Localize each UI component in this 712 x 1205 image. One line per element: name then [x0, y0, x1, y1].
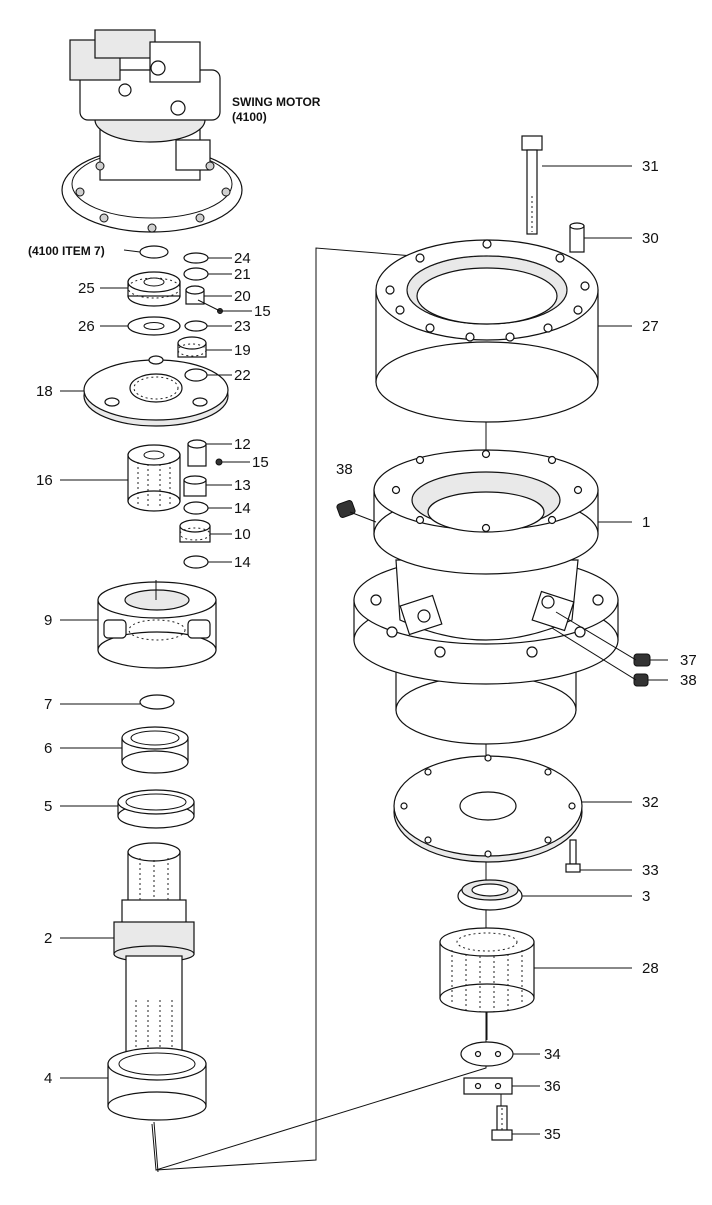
callout-38b: 38 — [680, 672, 697, 689]
part-18-carrier — [83, 355, 229, 427]
part-23 — [184, 320, 208, 332]
callout-37: 37 — [680, 652, 697, 669]
callout-3: 3 — [642, 888, 650, 905]
callout-9: 9 — [44, 612, 52, 629]
callout-7: 7 — [44, 696, 52, 713]
part-37-plug — [633, 653, 651, 667]
callout-18: 18 — [36, 383, 53, 400]
callout-14b: 14 — [234, 554, 251, 571]
callout-38a: 38 — [336, 461, 353, 478]
part-25-gear — [127, 271, 181, 307]
part-28-pinion — [439, 927, 535, 1013]
callout-12: 12 — [234, 436, 251, 453]
part-34-plate — [460, 1041, 514, 1067]
part-35-bolt — [491, 1105, 513, 1141]
callout-32: 32 — [642, 794, 659, 811]
callout-16: 16 — [36, 472, 53, 489]
callout-10: 10 — [234, 526, 251, 543]
part-7 — [139, 694, 175, 710]
callout-31: 31 — [642, 158, 659, 175]
caption-ref-item: (4100 ITEM 7) — [28, 244, 105, 258]
callout-23: 23 — [234, 318, 251, 335]
part-32-plate — [393, 754, 583, 863]
part-2-shaft — [113, 842, 195, 1057]
part-38b-plug — [633, 673, 649, 687]
swing-motor — [61, 29, 243, 233]
part-31-bolt — [521, 135, 543, 235]
part-4-bearing — [107, 1047, 207, 1121]
callout-6: 6 — [44, 740, 52, 757]
part-6-bearing — [121, 726, 189, 774]
part-30-pin — [569, 222, 585, 253]
caption-swing-motor-code: (4100) — [232, 110, 267, 124]
part-9-carrier — [97, 581, 217, 669]
part-19-gear — [177, 336, 207, 358]
callout-13: 13 — [234, 477, 251, 494]
leader-lines — [60, 165, 668, 1135]
callout-24: 24 — [234, 250, 251, 267]
callout-28: 28 — [642, 960, 659, 977]
callout-5: 5 — [44, 798, 52, 815]
part-14a — [183, 501, 209, 515]
part-5-race — [117, 789, 195, 829]
part-13 — [183, 475, 207, 497]
callout-15b: 15 — [252, 454, 269, 471]
callout-15a: 15 — [254, 303, 271, 320]
callout-2: 2 — [44, 930, 52, 947]
callout-26: 26 — [78, 318, 95, 335]
callout-21: 21 — [234, 266, 251, 283]
part-15b — [215, 458, 223, 466]
callout-4: 4 — [44, 1070, 52, 1087]
callout-35: 35 — [544, 1126, 561, 1143]
part-24 — [183, 252, 209, 264]
callout-30: 30 — [642, 230, 659, 247]
callout-22: 22 — [234, 367, 251, 384]
caption-swing-motor: SWING MOTOR — [232, 95, 321, 109]
callout-19: 19 — [234, 342, 251, 359]
part-ref-ring — [139, 245, 169, 259]
part-1-housing — [353, 449, 619, 745]
part-12 — [187, 439, 207, 467]
part-10-gear — [179, 519, 211, 543]
part-16-gear — [127, 444, 181, 512]
part-27-ring-gear — [375, 239, 599, 423]
callout-14a: 14 — [234, 500, 251, 517]
callout-1: 1 — [642, 514, 650, 531]
callout-27: 27 — [642, 318, 659, 335]
part-21 — [183, 267, 209, 281]
callout-34: 34 — [544, 1046, 561, 1063]
callout-33: 33 — [642, 862, 659, 879]
part-14b — [183, 555, 209, 569]
part-22 — [184, 368, 208, 382]
part-36-lock — [463, 1077, 513, 1095]
part-33-screw — [565, 839, 581, 873]
part-3-seal — [457, 879, 523, 911]
callout-25: 25 — [78, 280, 95, 297]
part-26 — [127, 316, 181, 336]
callout-36: 36 — [544, 1078, 561, 1095]
part-38a-plug — [336, 500, 356, 518]
callout-20: 20 — [234, 288, 251, 305]
